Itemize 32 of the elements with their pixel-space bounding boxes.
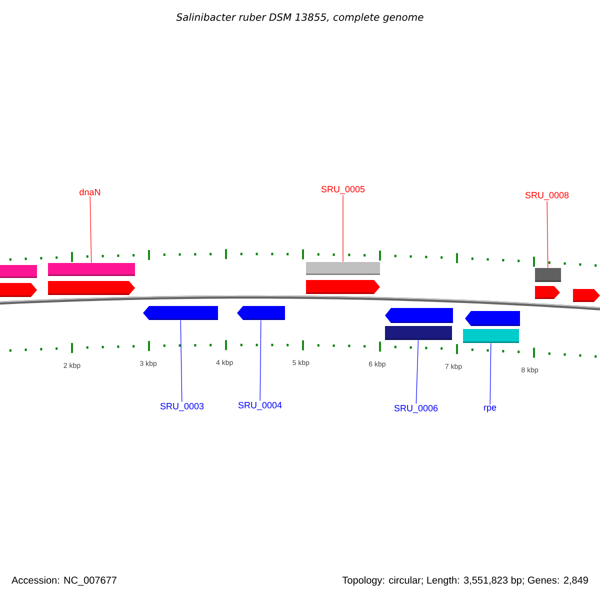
- gene-feature: [237, 306, 285, 320]
- leader-line: [416, 340, 419, 404]
- gene-feature: [573, 289, 600, 302]
- leader-line: [260, 320, 262, 402]
- feature-bar: [463, 329, 519, 343]
- leader-line: [342, 194, 344, 262]
- footer-text: Accession: NC_007677: [12, 576, 116, 586]
- gene-feature: [143, 306, 218, 320]
- gene-feature: [385, 308, 453, 323]
- leader-line: [90, 196, 92, 264]
- gene-label: rpe: [484, 406, 496, 412]
- gene-label: SRU_0003: [160, 402, 204, 412]
- leader-line: [546, 200, 548, 268]
- feature-bar: [306, 262, 380, 275]
- feature-bar: [0, 265, 37, 278]
- title: Salinibacter ruber DSM 13855, complete genome: [176, 13, 424, 23]
- feature-bar: [48, 263, 135, 276]
- gene-label: dnaN: [80, 188, 100, 196]
- footer-text: Topology: circular; Length: 3,551,823 bp; Genes: 2,849: [342, 576, 588, 586]
- gene-feature: [48, 281, 135, 295]
- feature-bar: [385, 326, 452, 340]
- leader-line: [180, 320, 182, 402]
- gene-label: SRU_0005: [321, 186, 365, 194]
- gene-feature: [306, 280, 380, 294]
- leader-line: [490, 342, 492, 405]
- gene-label: SRU_0008: [525, 192, 569, 200]
- gene-feature: [535, 286, 560, 299]
- gene-label: SRU_0004: [238, 402, 282, 410]
- feature-bar: [535, 268, 561, 282]
- gene-feature: [0, 283, 37, 297]
- gene-label: SRU_0006: [394, 404, 438, 414]
- gene-feature: [465, 311, 520, 326]
